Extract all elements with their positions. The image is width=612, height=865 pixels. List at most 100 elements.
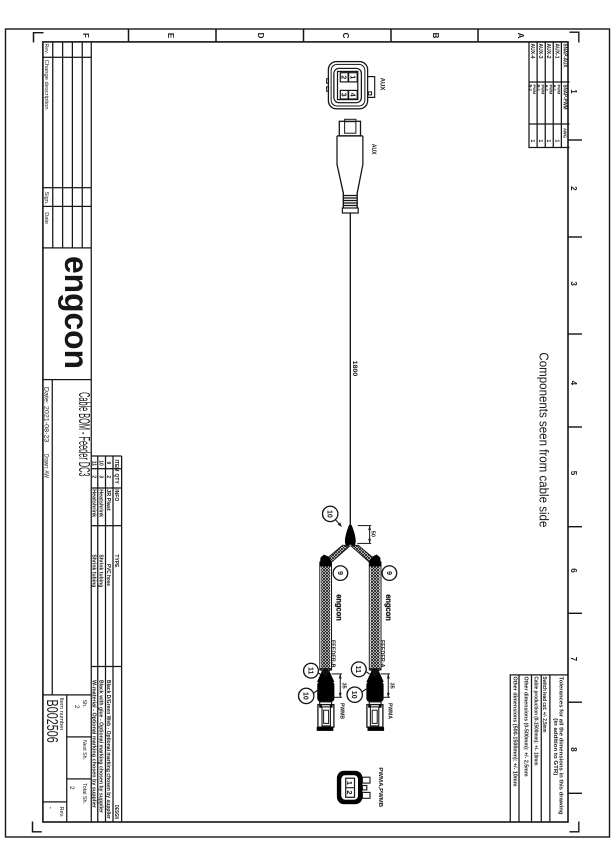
svg-text:PWM: PWM — [557, 85, 562, 95]
svg-text:-: - — [46, 807, 53, 810]
svg-text:35: 35 — [389, 683, 395, 689]
svg-text:engcon: engcon — [58, 256, 95, 369]
svg-text:1: 1 — [553, 140, 559, 143]
svg-text:engcon: engcon — [384, 594, 394, 621]
svg-text:Item number: Item number — [58, 698, 64, 731]
svg-text:1800: 1800 — [351, 361, 358, 377]
svg-text:PWMB: PWMB — [338, 703, 344, 719]
svg-text:Rev.: Rev. — [58, 807, 64, 818]
svg-text:TYPE: TYPE — [113, 554, 119, 568]
svg-text:A-2: A-2 — [545, 85, 550, 92]
svg-text:SNAP-AUX: SNAP-AUX — [561, 44, 567, 69]
svg-text:Date: 2021-08-23: Date: 2021-08-23 — [43, 387, 50, 443]
svg-text:PWMA: PWMA — [387, 703, 393, 720]
svg-text:E: E — [166, 33, 175, 39]
svg-text:9: 9 — [105, 462, 111, 465]
svg-text:8: 8 — [569, 747, 578, 752]
svg-text:AUX-3: AUX-3 — [537, 44, 543, 59]
svg-text:B: B — [431, 33, 440, 39]
svg-text:AUX: AUX — [370, 144, 376, 155]
svg-text:2: 2 — [105, 475, 111, 478]
svg-text:11: 11 — [354, 666, 361, 674]
svg-text:Other dimensions (500-1500mm):: Other dimensions (500-1500mm): +/- 10mm — [511, 677, 517, 788]
svg-text:Total Sh.: Total Sh. — [81, 783, 87, 804]
svg-text:AUX-1: AUX-1 — [553, 44, 559, 59]
svg-text:Drawn: AW: Drawn: AW — [43, 454, 50, 479]
svg-text:FEEDER-A: FEEDER-A — [379, 640, 385, 668]
svg-text:5: 5 — [569, 471, 578, 476]
svg-text:3: 3 — [97, 475, 103, 478]
svg-text:3: 3 — [569, 281, 578, 286]
svg-text:2: 2 — [345, 790, 354, 794]
svg-text:engcon: engcon — [334, 594, 344, 621]
svg-text:Sign.: Sign. — [43, 192, 49, 205]
svg-text:4: 4 — [569, 381, 578, 386]
svg-text:AUX-2: AUX-2 — [545, 44, 551, 59]
svg-text:2: 2 — [73, 705, 80, 709]
svg-text:11: 11 — [306, 667, 313, 675]
svg-text:DESIGN: DESIGN — [113, 805, 119, 819]
svg-text:Heatshrink: Heatshrink — [97, 489, 103, 517]
svg-text:Shrink tubing: Shrink tubing — [90, 554, 96, 587]
svg-text:F: F — [81, 33, 90, 38]
svg-text:Black D/Green Web - Optional m: Black D/Green Web - Optional marking cho… — [105, 680, 111, 819]
svg-text:Sh.: Sh. — [81, 700, 87, 709]
svg-text:PWM: PWM — [532, 85, 537, 95]
svg-text:Rev.: Rev. — [43, 44, 49, 55]
svg-text:Heatshrink: Heatshrink — [90, 489, 96, 517]
svg-text:Other dimensions (0-500mm): +/: Other dimensions (0-500mm): +/- 2,5mm — [522, 677, 528, 778]
svg-text:Tolerances for all the dimensi: Tolerances for all the dimensions in thi… — [557, 677, 563, 815]
svg-text:AUX-4: AUX-4 — [529, 44, 535, 59]
svg-text:2: 2 — [569, 186, 578, 191]
svg-text:Cable production (0-1500mm): +: Cable production (0-1500mm): +/- 10mm — [532, 677, 538, 767]
svg-text:A-1: A-1 — [553, 85, 558, 92]
svg-text:6: 6 — [569, 568, 578, 573]
svg-text:PWMA,PWMB: PWMA,PWMB — [377, 767, 383, 807]
svg-text:10: 10 — [302, 692, 309, 700]
svg-text:7: 7 — [569, 657, 578, 662]
svg-text:2: 2 — [340, 75, 347, 79]
svg-text:4: 4 — [348, 93, 355, 97]
svg-text:9: 9 — [336, 571, 343, 575]
svg-text:AWG: AWG — [562, 128, 567, 138]
svg-text:Cable BOM - Feeder DC3: Cable BOM - Feeder DC3 — [75, 392, 92, 476]
svg-text:PVC hose: PVC hose — [105, 564, 111, 586]
svg-text:B-1: B-1 — [537, 85, 542, 92]
svg-text:Components seen from cable sid: Components seen from cable side — [537, 352, 551, 527]
svg-text:Shrink tubing: Shrink tubing — [97, 554, 103, 587]
svg-text:Black with glue - Optional mar: Black with glue - Optional marking chose… — [97, 680, 103, 813]
svg-text:QTY: QTY — [113, 474, 119, 485]
svg-text:50: 50 — [369, 531, 375, 537]
svg-text:Date: Date — [43, 212, 49, 224]
svg-text:1: 1 — [545, 140, 551, 143]
svg-text:3: 3 — [340, 93, 347, 97]
svg-text:1: 1 — [529, 140, 535, 143]
svg-text:35: 35 — [341, 683, 347, 689]
svg-text:INFO: INFO — [113, 489, 119, 501]
svg-text:W-material - Optional marking: W-material - Optional marking chosen by … — [90, 680, 96, 808]
svg-text:D: D — [256, 33, 265, 39]
svg-text:Switch lead cut: +/- 2,5mm: Switch lead cut: +/- 2,5mm — [541, 677, 547, 733]
svg-text:A: A — [516, 33, 525, 39]
svg-text:1: 1 — [348, 75, 355, 79]
svg-text:B-2: B-2 — [528, 85, 533, 92]
svg-text:SNAP-PWM: SNAP-PWM — [561, 85, 567, 110]
svg-text:JR Plast: JR Plast — [105, 489, 111, 511]
svg-text:9: 9 — [385, 571, 392, 575]
svg-text:1: 1 — [345, 781, 354, 785]
svg-text:1: 1 — [569, 89, 578, 94]
svg-text:ITEM: ITEM — [113, 460, 119, 472]
svg-text:PWM: PWM — [548, 85, 553, 95]
svg-text:C: C — [341, 33, 350, 39]
svg-text:B002506: B002506 — [43, 700, 60, 743]
svg-text:Next Sh.: Next Sh. — [81, 740, 87, 760]
svg-text:2: 2 — [68, 786, 75, 790]
svg-text:2: 2 — [90, 475, 96, 478]
svg-text:AUX: AUX — [379, 78, 385, 91]
svg-text:11: 11 — [90, 461, 96, 467]
svg-text:FEEDER-B: FEEDER-B — [330, 640, 336, 668]
svg-text:Change description: Change description — [43, 60, 49, 110]
svg-text:10: 10 — [326, 510, 333, 518]
svg-text:(in addition to GTR): (in addition to GTR) — [552, 718, 558, 775]
svg-text:10: 10 — [97, 460, 103, 466]
